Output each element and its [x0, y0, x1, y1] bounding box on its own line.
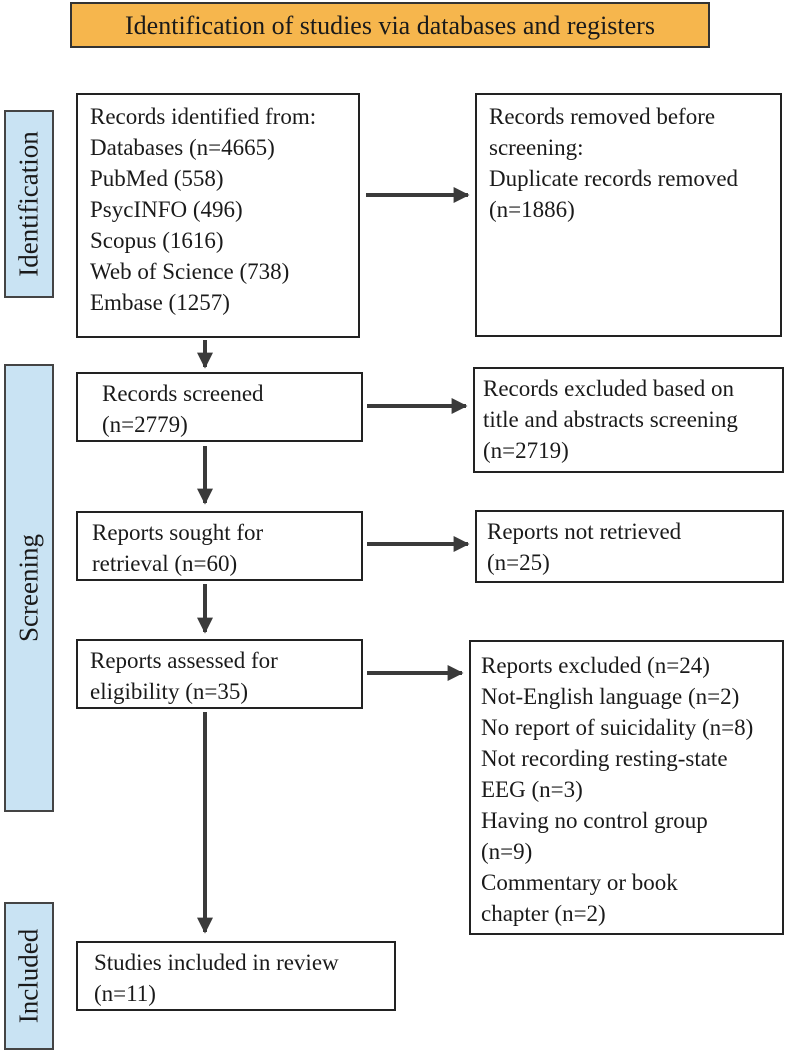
box-line: eligibility (n=35)	[90, 679, 248, 704]
phase-identification: Identification	[4, 110, 54, 298]
reports-excluded-box: Reports excluded (n=24) Not-English lang…	[469, 640, 784, 935]
box-line: Records identified from:	[90, 104, 317, 129]
box-line: Scopus (1616)	[90, 228, 224, 253]
records-identified-box: Records identified from: Databases (n=46…	[76, 93, 360, 338]
records-removed-box: Records removed before screening: Duplic…	[475, 93, 782, 337]
box-line: screening:	[489, 135, 584, 160]
box-line: chapter (n=2)	[481, 901, 606, 926]
box-line: Not-English language (n=2)	[481, 684, 740, 709]
box-line: (n=2779)	[102, 412, 188, 437]
box-line: Reports sought for	[92, 520, 264, 545]
box-line: PsycINFO (496)	[90, 197, 243, 222]
phase-included: Included	[4, 902, 54, 1050]
box-line: (n=11)	[94, 981, 156, 1006]
box-line: Databases (n=4665)	[90, 135, 275, 160]
box-line: Records excluded based on	[483, 376, 735, 401]
box-line: Studies included in review	[94, 950, 339, 975]
box-line: Reports not retrieved	[487, 519, 682, 544]
box-line: Embase (1257)	[90, 290, 230, 315]
box-line: title and abstracts screening	[483, 407, 738, 432]
reports-not-retrieved-box: Reports not retrieved (n=25)	[475, 510, 784, 583]
box-line: (n=2719)	[483, 438, 569, 463]
box-line: Not recording resting-state	[481, 746, 728, 771]
box-line: PubMed (558)	[90, 166, 224, 191]
box-line: Reports excluded (n=24)	[481, 653, 710, 678]
diagram-title: Identification of studies via databases …	[70, 2, 710, 48]
box-line: No report of suicidality (n=8)	[481, 715, 754, 740]
box-line: EEG (n=3)	[481, 777, 583, 802]
box-line: Having no control group	[481, 808, 708, 833]
box-line: Reports assessed for	[90, 648, 278, 673]
box-line: Web of Science (738)	[90, 259, 290, 284]
records-excluded-box: Records excluded based on title and abst…	[473, 367, 784, 473]
box-line: retrieval (n=60)	[92, 551, 238, 576]
box-line: Commentary or book	[481, 870, 678, 895]
phase-screening: Screening	[4, 364, 54, 812]
records-screened-box: Records screened (n=2779)	[76, 372, 363, 442]
box-line: (n=1886)	[489, 197, 575, 222]
reports-sought-box: Reports sought for retrieval (n=60)	[76, 511, 363, 581]
box-line: Duplicate records removed	[489, 166, 739, 191]
box-line: Records screened	[102, 381, 264, 406]
box-line: Records removed before	[489, 104, 716, 129]
reports-assessed-box: Reports assessed for eligibility (n=35)	[76, 639, 363, 709]
box-line: (n=25)	[487, 550, 550, 575]
box-line: (n=9)	[481, 839, 533, 864]
studies-included-box: Studies included in review (n=11)	[76, 941, 396, 1011]
